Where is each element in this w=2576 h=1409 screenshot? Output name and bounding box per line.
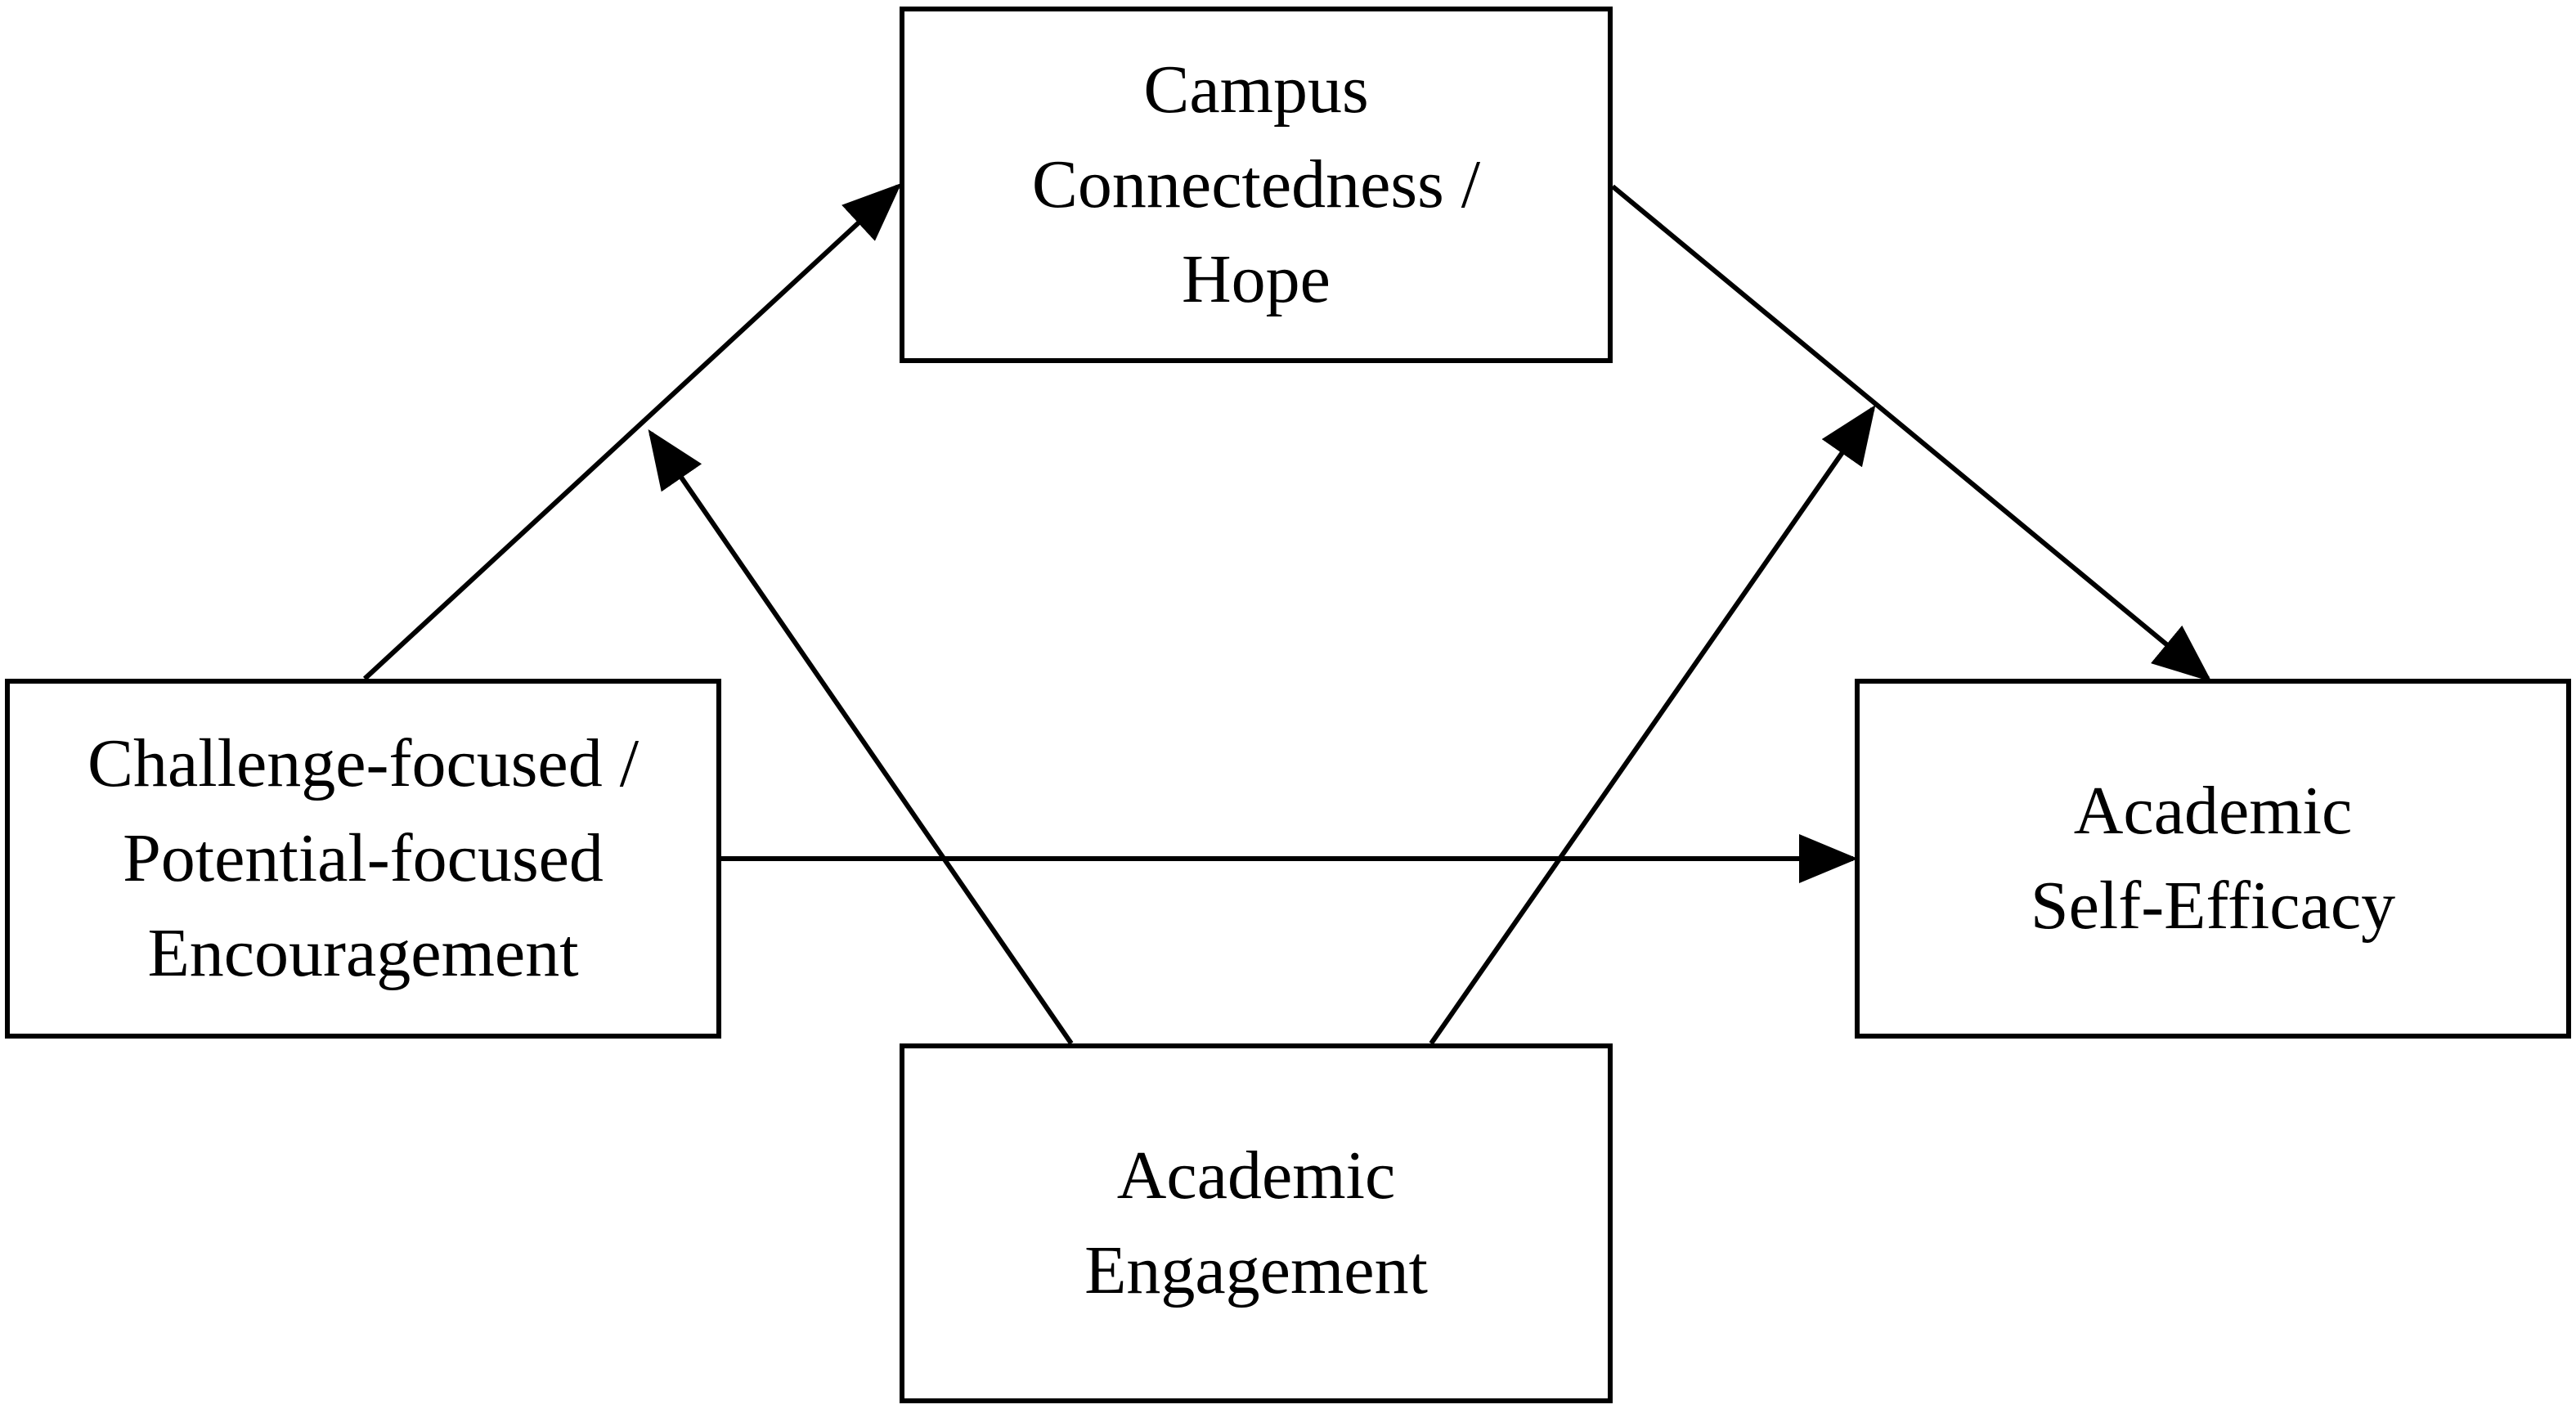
selfefficacy-line-1: Academic	[2073, 773, 2353, 849]
selfefficacy-line-2: Self-Efficacy	[2030, 868, 2396, 944]
campus-line-3: Hope	[1182, 241, 1331, 317]
campus-line-2: Connectedness /	[1031, 146, 1481, 222]
arrow-engagement-moderates-left-path	[648, 429, 1074, 1045]
engagement-line-1: Academic	[1116, 1138, 1396, 1214]
encouragement-line-2: Potential-focused	[123, 820, 604, 896]
encouragement-line-1: Challenge-focused /	[87, 725, 640, 801]
encouragement-box: Challenge-focused / Potential-focused En…	[5, 679, 721, 1039]
arrow-engagement-moderates-right-path	[1429, 405, 1876, 1045]
arrow-encouragement-to-campus	[362, 182, 902, 681]
engagement-line-2: Engagement	[1084, 1232, 1428, 1308]
academic-engagement-box: Academic Engagement	[900, 1043, 1613, 1403]
encouragement-line-3: Encouragement	[147, 915, 579, 991]
campus-connectedness-hope-box: Campus Connectedness / Hope	[900, 7, 1613, 363]
arrow-campus-to-selfefficacy	[1611, 184, 2212, 682]
campus-line-1: Campus	[1143, 52, 1369, 128]
academic-self-efficacy-box: Academic Self-Efficacy	[1855, 679, 2571, 1039]
